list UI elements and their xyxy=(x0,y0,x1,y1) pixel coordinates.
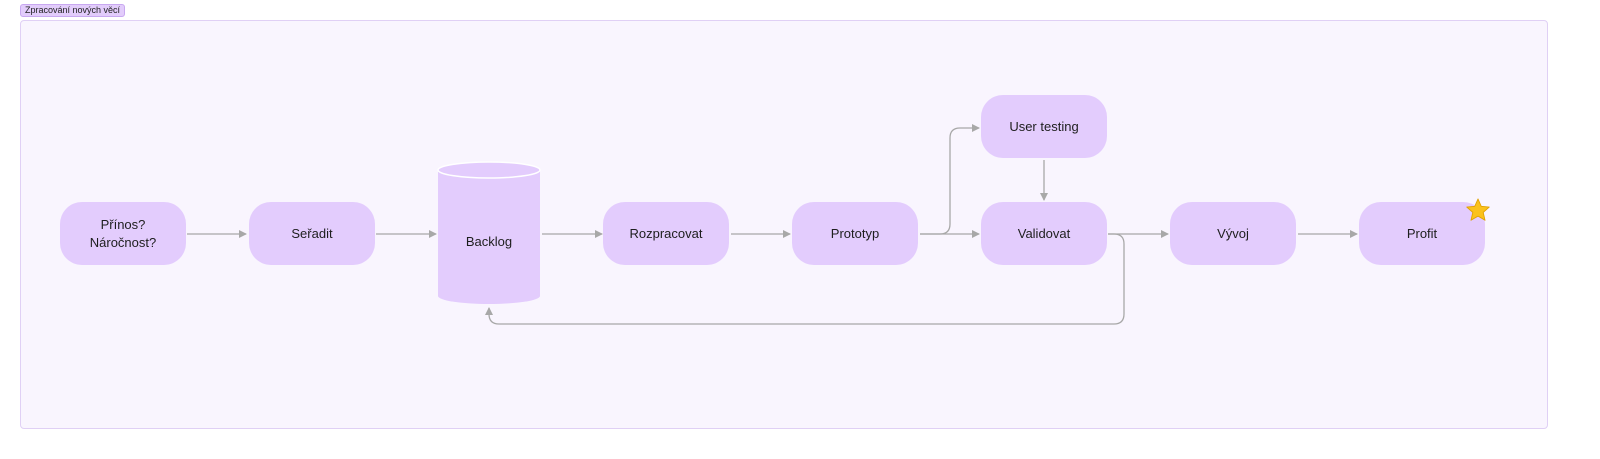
node-vyvoj[interactable]: Vývoj xyxy=(1170,202,1296,265)
node-prinos[interactable]: Přínos? Náročnost? xyxy=(60,202,186,265)
node-rozpracovat[interactable]: Rozpracovat xyxy=(603,202,729,265)
star-icon xyxy=(1466,198,1490,221)
backlog-cylinder[interactable] xyxy=(437,161,541,304)
node-prototyp-label: Prototyp xyxy=(830,225,880,241)
node-rozpracovat-label: Rozpracovat xyxy=(629,225,703,241)
node-profit[interactable]: Profit xyxy=(1359,202,1485,265)
node-backlog-label: Backlog xyxy=(465,234,513,249)
node-prinos-label: Přínos? Náročnost? xyxy=(89,216,157,250)
section-label[interactable]: Zpracování nových věcí xyxy=(20,4,126,17)
node-prototyp[interactable]: Prototyp xyxy=(792,202,918,265)
node-profit-label: Profit xyxy=(1406,225,1438,241)
node-user-testing[interactable]: User testing xyxy=(981,95,1107,158)
node-validovat-label: Validovat xyxy=(1017,225,1071,241)
edge-prototyp-usertesting xyxy=(920,124,980,235)
node-validovat[interactable]: Validovat xyxy=(981,202,1107,265)
node-seradit[interactable]: Seřadit xyxy=(249,202,375,265)
node-vyvoj-label: Vývoj xyxy=(1217,225,1249,241)
node-user-testing-label: User testing xyxy=(1009,118,1079,134)
edge-validovat-backlog xyxy=(485,233,1125,325)
node-seradit-label: Seřadit xyxy=(291,225,333,241)
